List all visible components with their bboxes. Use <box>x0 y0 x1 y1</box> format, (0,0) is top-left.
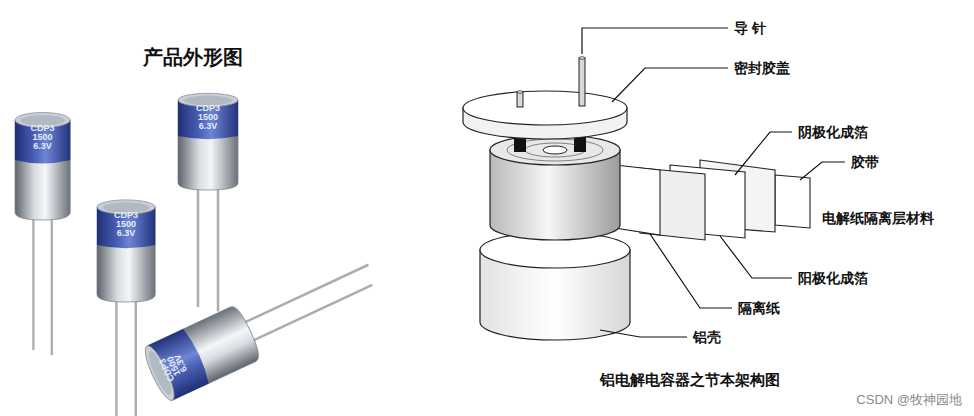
leader-line <box>582 28 728 54</box>
lead-pin-top <box>517 91 523 93</box>
capacitor-photo <box>140 247 385 404</box>
lead-pin-top <box>579 57 585 59</box>
part-label: 电解纸隔离层材料 <box>822 210 934 227</box>
capacitor-photo <box>97 200 155 416</box>
sealing-cap-top <box>463 91 627 125</box>
leader-line <box>600 330 687 337</box>
panel-title: 产品外形图 <box>143 45 243 69</box>
lead-pin <box>579 58 585 106</box>
leader-line <box>720 236 792 278</box>
part-label: 铝壳 <box>693 329 721 346</box>
leader-line <box>800 162 845 180</box>
lead-pin <box>517 92 523 107</box>
part-label: 隔离纸 <box>738 300 780 317</box>
capacitor-marking: 6.3V <box>199 121 218 132</box>
winding-top <box>490 135 620 165</box>
capacitor-photo <box>15 113 70 356</box>
separator-paper <box>615 165 660 235</box>
tape-strip <box>775 175 810 228</box>
capacitor-photo <box>178 93 238 311</box>
leader-line <box>612 68 728 102</box>
figure-caption: 铝电解电容器之节本架构图 <box>600 371 780 389</box>
part-label: 阴极化成箔 <box>798 124 868 141</box>
capacitor-marking: 6.3V <box>33 141 52 152</box>
leader-lines <box>582 28 845 337</box>
leader-line <box>650 234 732 308</box>
capacitor-marking: 6.3V <box>117 228 136 239</box>
part-label: 密封胶盖 <box>734 60 790 77</box>
winding-core <box>543 146 567 154</box>
watermark: CSDN @牧神园地 <box>856 392 962 408</box>
leader-line <box>735 132 792 175</box>
part-label: 导 针 <box>734 20 766 37</box>
part-label: 阳极化成箔 <box>798 270 868 287</box>
part-label: 胶带 <box>851 154 879 171</box>
